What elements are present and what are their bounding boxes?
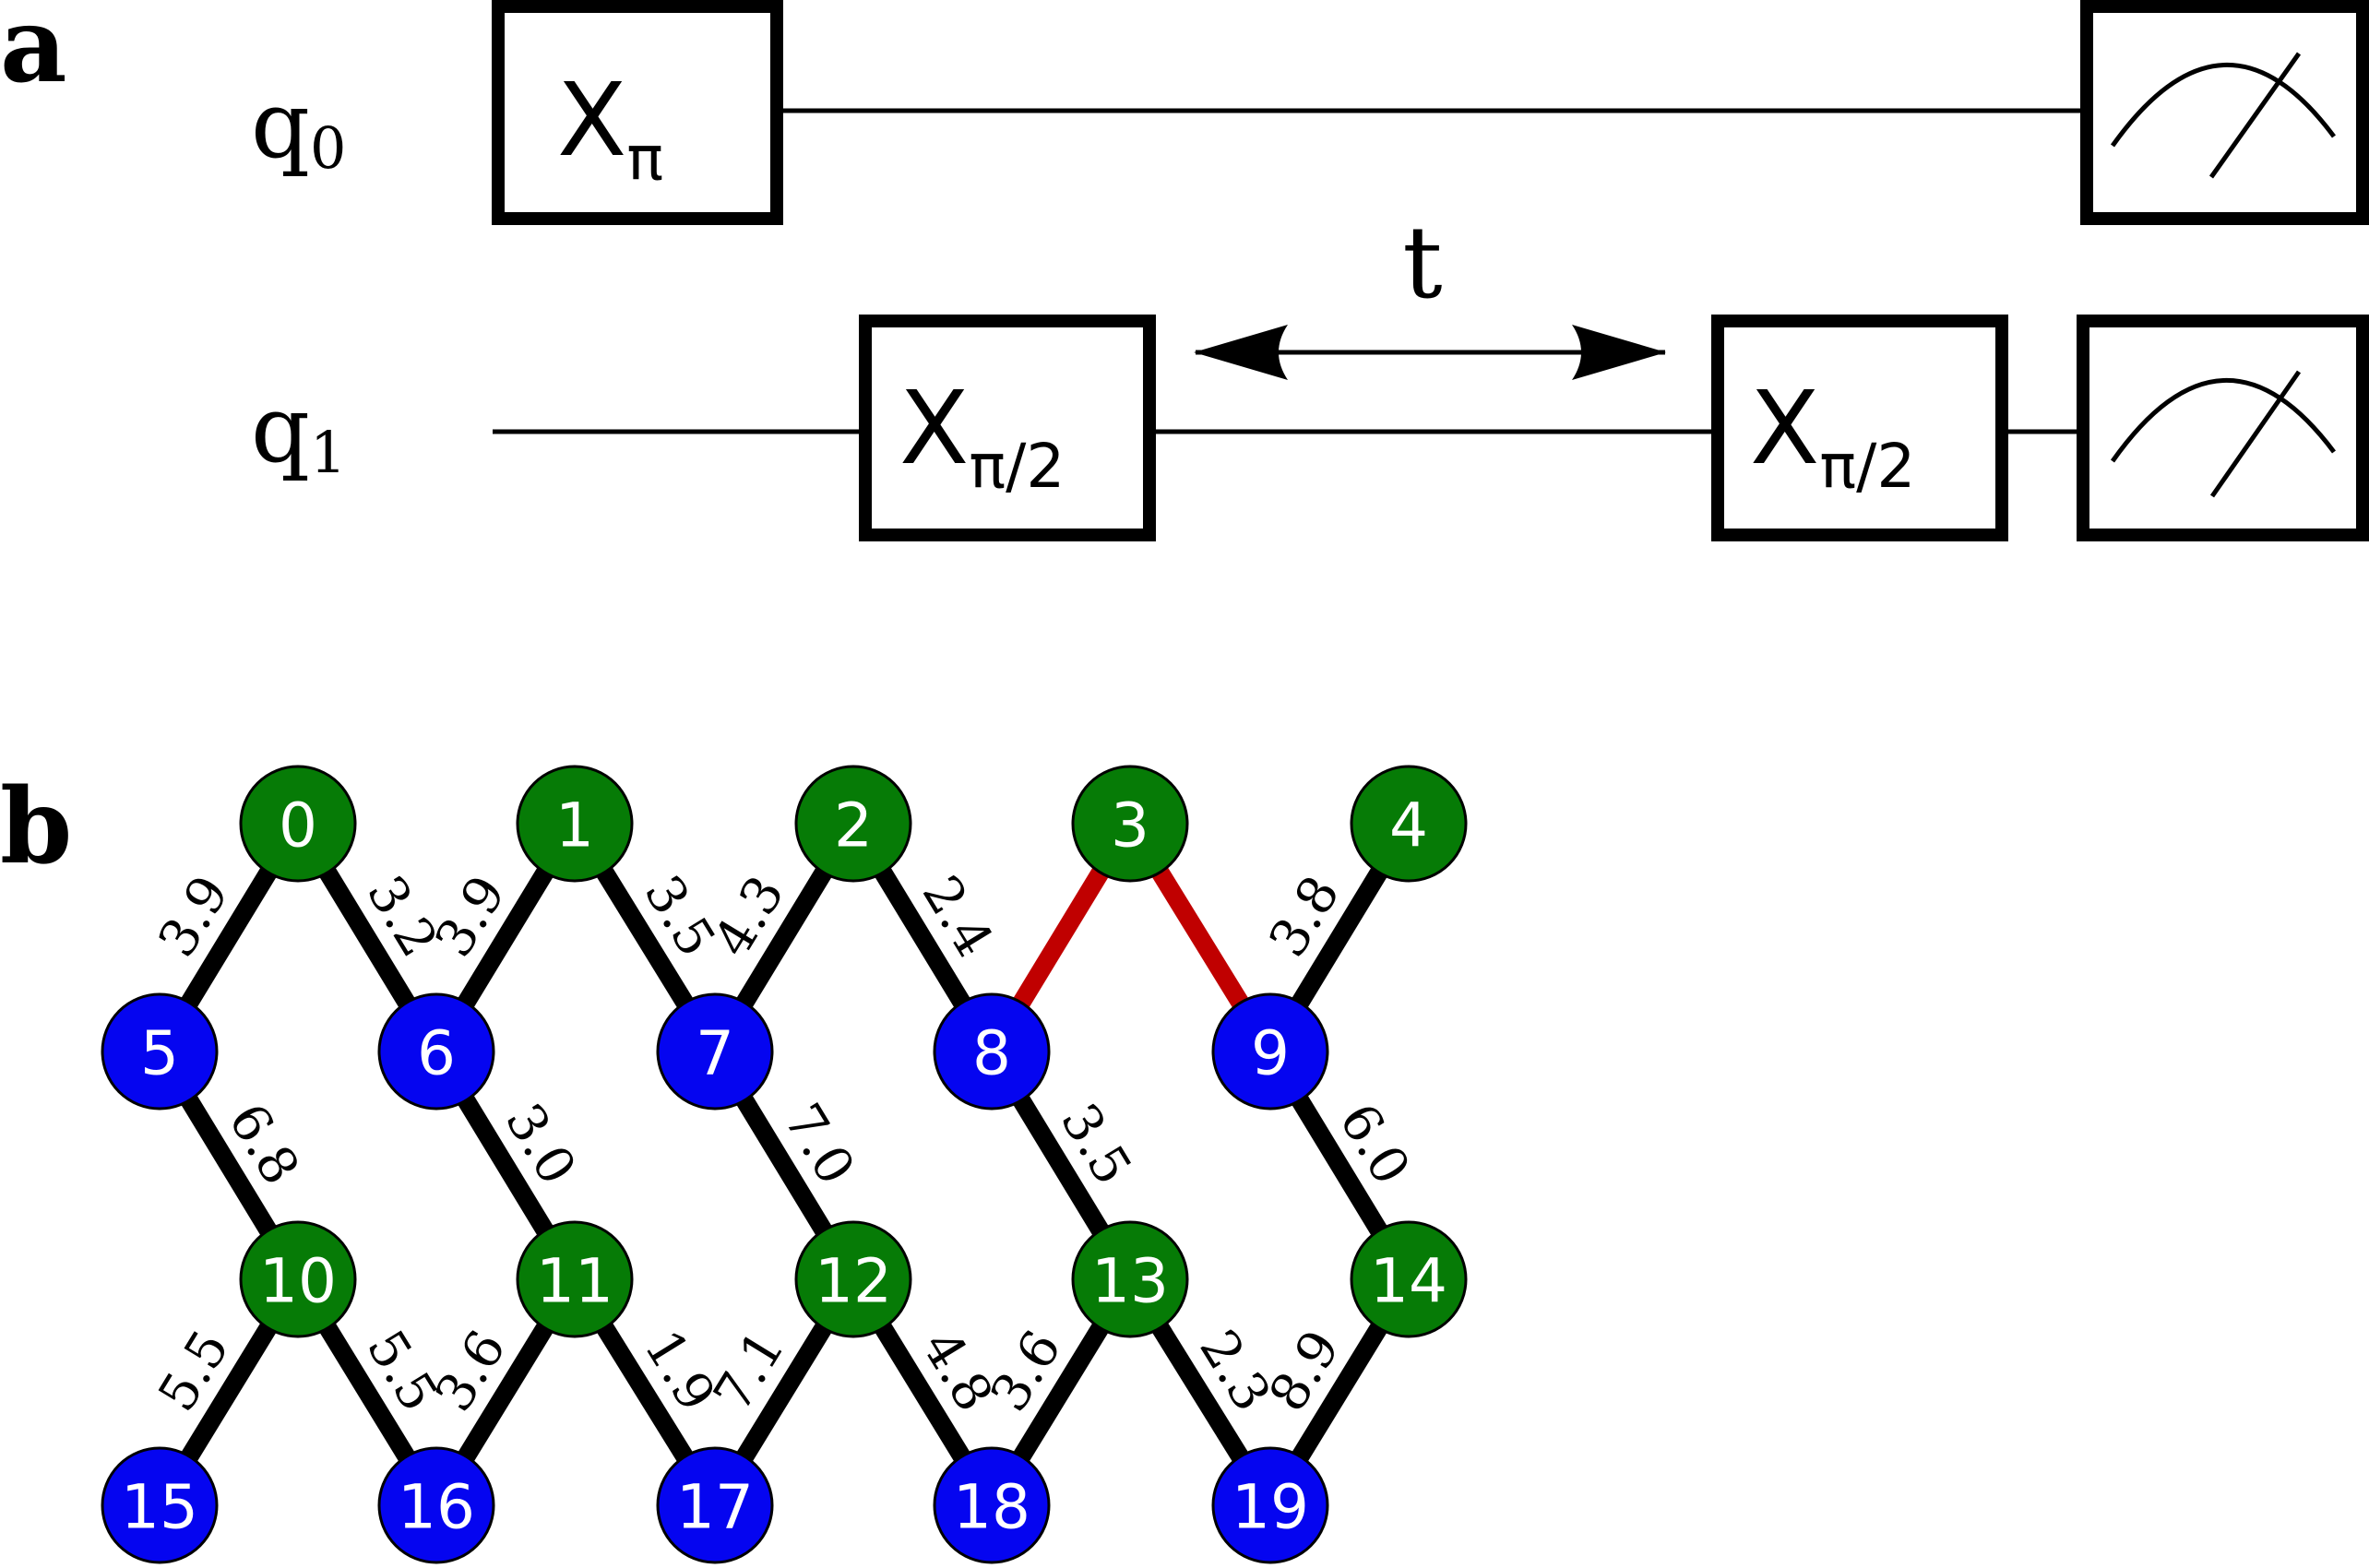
qubit-q1-name: q	[251, 375, 310, 483]
qubit-node-19: 19	[1211, 1446, 1329, 1564]
qubit-node-0: 0	[239, 765, 357, 883]
qubit-node-5: 5	[101, 992, 219, 1111]
x-pi-half-gate-1: Xπ/2	[859, 315, 1156, 541]
qubit-node-label: 2	[834, 790, 873, 861]
qubit-node-circle	[1211, 992, 1329, 1111]
q0-measurement	[2080, 0, 2369, 225]
qubit-node-circle	[239, 1220, 357, 1338]
x-pi-gate-label: Xπ	[557, 61, 663, 194]
qubit-node-label: 10	[259, 1246, 337, 1317]
qubit-node-circle	[656, 1446, 774, 1564]
meter-needle-icon	[2209, 370, 2302, 498]
qubit-node-label: 13	[1091, 1246, 1169, 1317]
delay-label: t	[1402, 206, 1442, 321]
panel-a: a q0 q1 Xπ	[0, 0, 2369, 541]
qubit-node-label: 9	[1251, 1018, 1290, 1089]
qubit-node-label: 6	[417, 1018, 456, 1089]
qubit-node-circle	[656, 992, 774, 1111]
qubit-label-q1: q1	[251, 375, 346, 486]
x-pi-half-gate-2-main: X	[1750, 369, 1819, 487]
x-pi-half-gate-2-label: Xπ/2	[1750, 369, 1915, 502]
qubit-node-label: 15	[121, 1472, 198, 1543]
qubit-node-8: 8	[933, 992, 1051, 1111]
qubit-node-circle	[1350, 765, 1468, 883]
qubit-node-circle	[377, 1446, 495, 1564]
qubit-node-label: 8	[972, 1018, 1011, 1089]
qubit-node-circle	[933, 992, 1051, 1111]
qubit-node-circle	[1211, 1446, 1329, 1564]
qubit-node-9: 9	[1211, 992, 1329, 1111]
qubit-node-13: 13	[1071, 1220, 1189, 1338]
qubit-node-circle	[1071, 765, 1189, 883]
qubit-node-label: 19	[1232, 1472, 1309, 1543]
qubit-node-label: 12	[815, 1246, 892, 1317]
qubit-node-10: 10	[239, 1220, 357, 1338]
arrow-left-head	[1194, 325, 1288, 380]
qubit-node-label: 16	[398, 1472, 475, 1543]
qubit-node-label: 0	[279, 790, 317, 861]
x-pi-half-gate-1-main: X	[899, 369, 969, 487]
x-pi-gate-main: X	[557, 61, 626, 179]
qubit-node-label: 14	[1370, 1246, 1447, 1317]
qubit-node-label: 5	[140, 1018, 179, 1089]
qubit-node-circle	[101, 1446, 219, 1564]
qubit-node-7: 7	[656, 992, 774, 1111]
qubit-q1-index: 1	[310, 419, 346, 486]
x-pi-half-gate-1-label: Xπ/2	[899, 369, 1065, 502]
qubit-node-4: 4	[1350, 765, 1468, 883]
qubit-q0-name: q	[251, 71, 310, 179]
q1-measurement	[2077, 315, 2369, 541]
qubit-node-circle	[516, 1220, 634, 1338]
qubit-node-label: 3	[1111, 790, 1149, 861]
qubit-node-label: 7	[696, 1018, 734, 1089]
x-pi-half-gate-1-sub: π/2	[969, 431, 1065, 502]
qubit-node-2: 2	[794, 765, 912, 883]
qubit-node-label: 1	[555, 790, 594, 861]
qubit-node-circle	[1350, 1220, 1468, 1338]
meter-dial-icon	[2110, 377, 2336, 463]
panel-b-label: b	[0, 766, 72, 887]
qubit-node-label: 11	[536, 1246, 613, 1317]
x-pi-gate: Xπ	[492, 0, 783, 225]
qubit-node-3: 3	[1071, 765, 1189, 883]
arrow-right-head	[1572, 325, 1666, 380]
qubit-node-12: 12	[794, 1220, 912, 1338]
qubit-node-15: 15	[101, 1446, 219, 1564]
x-pi-half-gate-2-sub: π/2	[1819, 431, 1915, 502]
meter-needle-icon	[2208, 52, 2302, 179]
qubit-node-label: 17	[676, 1472, 754, 1543]
x-pi-gate-sub: π	[626, 123, 663, 194]
qubit-node-17: 17	[656, 1446, 774, 1564]
qubit-q0-index: 0	[310, 114, 346, 182]
qubit-label-q0: q0	[251, 71, 346, 182]
qubit-node-11: 11	[516, 1220, 634, 1338]
qubit-node-circle	[101, 992, 219, 1111]
delay-arrow: t	[1194, 206, 1666, 380]
qubit-node-circle	[377, 992, 495, 1111]
qubit-node-circle	[239, 765, 357, 883]
qubit-node-circle	[516, 765, 634, 883]
qubit-node-circle	[794, 1220, 912, 1338]
qubit-node-circle	[1071, 1220, 1189, 1338]
qubit-node-16: 16	[377, 1446, 495, 1564]
qubit-node-6: 6	[377, 992, 495, 1111]
qubit-node-14: 14	[1350, 1220, 1468, 1338]
qubit-node-circle	[794, 765, 912, 883]
qubit-node-label: 4	[1389, 790, 1428, 861]
qubit-node-label: 18	[953, 1472, 1030, 1543]
meter-dial-icon	[2110, 62, 2337, 148]
qubit-node-18: 18	[933, 1446, 1051, 1564]
panel-a-label: a	[0, 0, 67, 106]
qubit-node-1: 1	[516, 765, 634, 883]
qubit-node-circle	[933, 1446, 1051, 1564]
x-pi-half-gate-2: Xπ/2	[1711, 315, 2008, 541]
